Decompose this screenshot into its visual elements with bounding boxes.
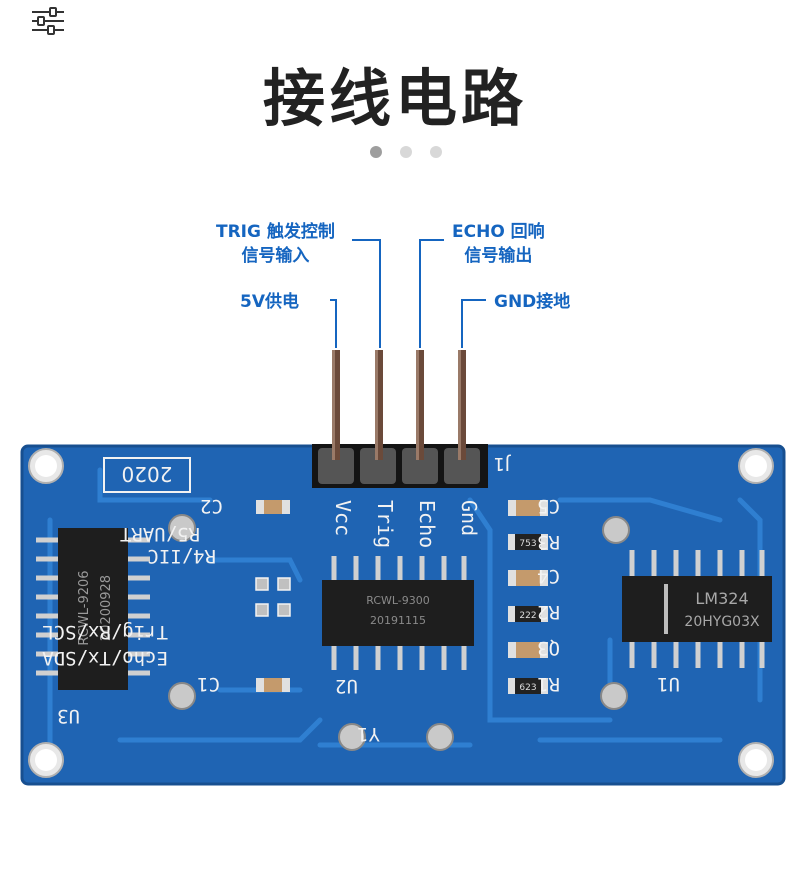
- pin-header: [312, 350, 488, 488]
- resistor-r3-code: 753: [519, 539, 536, 549]
- trig-label-line1: TRIG 触发控制: [216, 222, 335, 242]
- carousel-dots: [370, 146, 442, 158]
- chip-u2: RCWL-9300 20191115: [322, 556, 474, 670]
- silk-r4: R4/IIC: [147, 545, 216, 567]
- silk-j1: J1: [493, 453, 511, 474]
- resistor-r2-code: 222: [519, 611, 536, 621]
- silk-pin-echo: Echo: [415, 500, 439, 548]
- silk-c4: C4: [537, 565, 560, 587]
- filter-sliders-icon[interactable]: [30, 6, 66, 36]
- silk-c2: C2: [200, 495, 223, 517]
- carousel-dot-1[interactable]: [370, 146, 382, 158]
- vcc-label: 5V供电: [240, 292, 299, 312]
- echo-label: ECHO 回响 信号输出: [452, 220, 545, 268]
- silk-u3: U3: [57, 705, 80, 727]
- silk-echo-tx: Echo/Tx/SDA: [42, 647, 168, 669]
- silk-pin-vcc: Vcc: [331, 500, 355, 536]
- chip-u1-line1: LM324: [695, 589, 748, 608]
- silk-u2: U2: [335, 675, 358, 697]
- echo-label-line2: 信号输出: [464, 246, 533, 266]
- mounting-holes: [28, 448, 774, 778]
- gnd-label: GND接地: [494, 292, 571, 312]
- callout-lines: [330, 239, 486, 348]
- page-title: 接线电路: [262, 62, 527, 135]
- carousel-dot-2[interactable]: [400, 146, 412, 158]
- silk-q3: Q3: [537, 637, 560, 659]
- silk-c5: C5: [537, 495, 560, 517]
- silk-year: 2020: [122, 462, 173, 486]
- trig-label: TRIG 触发控制 信号输入: [216, 220, 335, 268]
- silk-r1: R1: [537, 673, 560, 695]
- echo-label-line1: ECHO 回响: [452, 222, 545, 242]
- chip-u2-line1: RCWL-9300: [366, 594, 430, 607]
- silk-y1: Y1: [357, 723, 380, 745]
- silk-c1: C1: [197, 673, 220, 695]
- chip-u1: LM324 20HYG03X: [622, 550, 772, 668]
- chip-u1-line2: 20HYG03X: [684, 614, 760, 630]
- trig-label-line2: 信号输入: [241, 246, 310, 266]
- vias: [168, 514, 630, 751]
- chip-u3: RCWL-9206 20200928: [36, 528, 150, 690]
- smd-components: 753 222 623: [255, 500, 548, 694]
- chip-u3-line2: 20200928: [99, 575, 114, 641]
- carousel-dot-3[interactable]: [430, 146, 442, 158]
- chip-u2-line2: 20191115: [370, 614, 426, 627]
- silk-trig-rx: Trig/Rx/SCL: [42, 621, 168, 643]
- silk-pin-gnd: Gnd: [457, 500, 481, 536]
- silk-r2: R2: [537, 601, 560, 623]
- silk-r3: R3: [537, 531, 560, 553]
- chip-u3-line1: RCWL-9206: [77, 570, 92, 645]
- silk-pin-trig: Trig: [373, 500, 397, 548]
- resistor-r1-code: 623: [519, 683, 536, 693]
- silk-u1: U1: [657, 673, 680, 695]
- silk-r5: R5/UART: [120, 523, 200, 545]
